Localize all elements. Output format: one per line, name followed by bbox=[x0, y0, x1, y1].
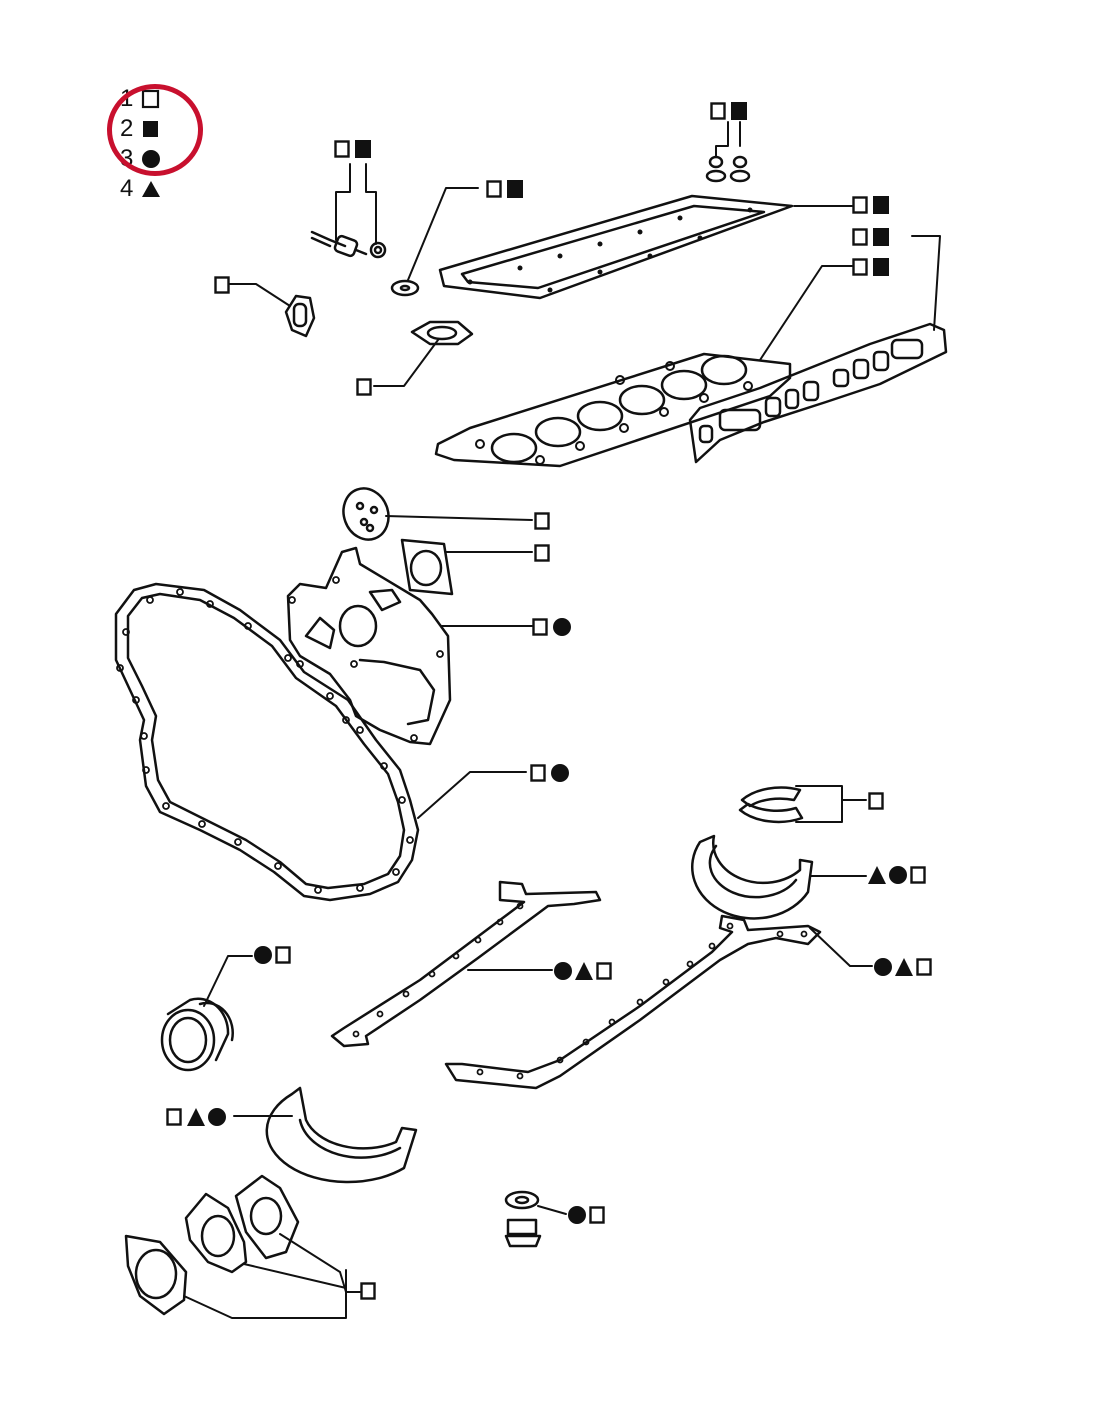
open-square-icon bbox=[275, 946, 291, 964]
callout-crankshaft-thrust-washers bbox=[868, 792, 884, 810]
open-square-icon bbox=[534, 544, 550, 562]
filled-square-icon bbox=[873, 258, 889, 276]
callout-timing-cover-gasket bbox=[530, 764, 569, 782]
open-square-icon bbox=[356, 378, 372, 396]
callout-sealing-washer bbox=[486, 180, 523, 198]
water-outlet-gasket-part bbox=[410, 320, 474, 346]
filled-circle-icon bbox=[554, 962, 572, 980]
callout-sump-end-seal bbox=[166, 1108, 226, 1126]
filled-square-icon bbox=[873, 228, 889, 246]
filled-circle-icon bbox=[551, 764, 569, 782]
round-plate-gasket-part bbox=[342, 487, 390, 541]
open-square-icon bbox=[852, 258, 868, 276]
sump-gasket-left-part bbox=[330, 880, 602, 1048]
callout-cylinder-head-gasket bbox=[852, 258, 889, 276]
filled-square-icon bbox=[731, 102, 747, 120]
rocker-grommets-part bbox=[705, 155, 751, 183]
filled-square-icon bbox=[507, 180, 523, 198]
leader-lines bbox=[183, 121, 941, 1319]
callout-exhaust-flange-gaskets bbox=[360, 1282, 376, 1300]
open-square-icon bbox=[852, 228, 868, 246]
drain-plug-part bbox=[504, 1190, 542, 1248]
filled-circle-icon bbox=[889, 866, 907, 884]
square-plate-gasket-part bbox=[400, 538, 454, 596]
open-square-icon bbox=[710, 102, 726, 120]
open-square-icon bbox=[334, 140, 350, 158]
exhaust-flange-gaskets-part bbox=[124, 1174, 300, 1316]
callout-rear-seal-half bbox=[868, 866, 926, 884]
sump-gasket-right-part bbox=[444, 914, 822, 1090]
legend-highlight-circle bbox=[107, 84, 203, 176]
open-square-icon bbox=[596, 962, 612, 980]
callout-front-plate-gasket bbox=[532, 618, 571, 636]
callout-square-plate-gasket bbox=[534, 544, 550, 562]
rocker-cover-gasket-part bbox=[438, 194, 794, 300]
filled-circle-icon bbox=[254, 946, 272, 964]
open-square-icon bbox=[868, 792, 884, 810]
filled-square-icon bbox=[355, 140, 371, 158]
temperature-sender-part bbox=[310, 230, 387, 259]
thrust-washers-part bbox=[738, 786, 804, 824]
front-oil-seal-part bbox=[160, 997, 234, 1072]
filled-circle-icon bbox=[874, 958, 892, 976]
callout-rocker-cover-grommets bbox=[710, 102, 747, 120]
timing-cover-gasket-part bbox=[114, 582, 420, 902]
open-square-icon bbox=[166, 1108, 182, 1126]
open-square-icon bbox=[910, 866, 926, 884]
callout-sump-side-gasket-left bbox=[554, 962, 612, 980]
front-plate-gasket-part bbox=[286, 546, 452, 746]
manifold-gasket-part bbox=[688, 322, 948, 464]
callout-water-outlet-gasket bbox=[356, 378, 372, 396]
callout-front-oil-seal bbox=[254, 946, 291, 964]
rear-seal-half-part bbox=[690, 834, 814, 920]
legend-row-4: 4 bbox=[120, 174, 162, 204]
open-square-icon bbox=[360, 1282, 376, 1300]
filled-triangle-icon bbox=[187, 1108, 205, 1126]
legend-number: 4 bbox=[120, 175, 134, 202]
open-square-icon bbox=[589, 1206, 605, 1224]
open-square-icon bbox=[486, 180, 502, 198]
callout-drain-plug-washer bbox=[568, 1206, 605, 1224]
thermostat-gasket-part bbox=[284, 294, 316, 338]
cylinder-head-gasket-part bbox=[434, 352, 792, 468]
callout-manifold-gasket bbox=[852, 228, 889, 246]
filled-triangle-icon bbox=[142, 181, 160, 197]
filled-circle-icon bbox=[208, 1108, 226, 1126]
open-square-icon bbox=[214, 276, 230, 294]
callout-sump-side-gasket-right bbox=[874, 958, 932, 976]
callout-rocker-cover-gasket bbox=[852, 196, 889, 214]
sump-end-seal-part bbox=[265, 1086, 418, 1184]
filled-square-icon bbox=[873, 196, 889, 214]
callout-round-plate-gasket bbox=[534, 512, 550, 530]
filled-triangle-icon bbox=[868, 866, 886, 884]
open-square-icon bbox=[530, 764, 546, 782]
filled-triangle-icon bbox=[895, 958, 913, 976]
open-square-icon bbox=[852, 196, 868, 214]
open-square-icon bbox=[532, 618, 548, 636]
filled-triangle-icon bbox=[575, 962, 593, 980]
open-square-icon bbox=[916, 958, 932, 976]
filled-circle-icon bbox=[568, 1206, 586, 1224]
open-square-icon bbox=[534, 512, 550, 530]
callout-symbols bbox=[166, 102, 932, 1300]
filled-circle-icon bbox=[553, 618, 571, 636]
sealing-washer-part bbox=[390, 279, 420, 297]
callout-temperature-sender bbox=[334, 140, 371, 158]
callout-thermostat-gasket bbox=[214, 276, 230, 294]
